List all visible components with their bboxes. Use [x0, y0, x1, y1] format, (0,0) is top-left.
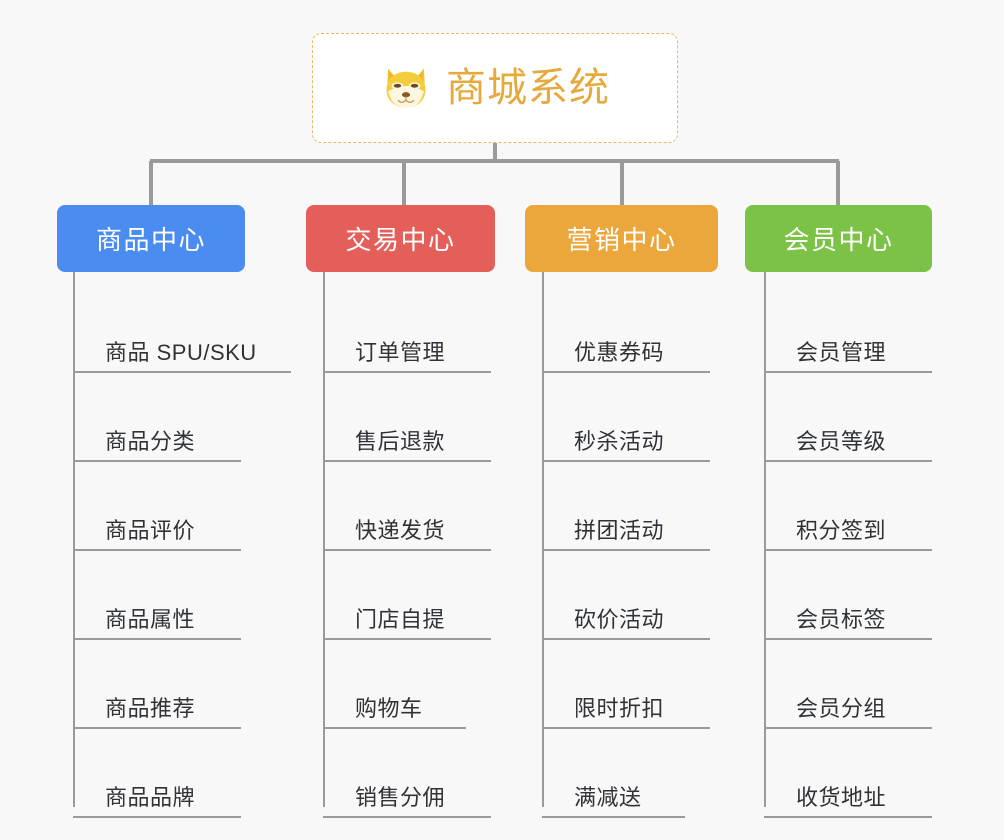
branch-trunk-3	[542, 272, 544, 807]
leaf-item[interactable]: 商品分类	[57, 373, 245, 462]
leaf-underline	[764, 727, 932, 729]
branch-trunk-2	[323, 272, 325, 807]
branch-column-3: 营销中心 优惠券码 秒杀活动 拼团活动 砍价活动 限时折扣	[525, 205, 718, 818]
leaf-underline	[542, 549, 710, 551]
leaf-item[interactable]: 订单管理	[306, 284, 495, 373]
leaf-label: 购物车	[355, 696, 423, 721]
branch-trunk-4	[764, 272, 766, 807]
leaf-item[interactable]: 购物车	[306, 640, 495, 729]
leaf-label: 订单管理	[355, 340, 446, 365]
leaf-item[interactable]: 售后退款	[306, 373, 495, 462]
leaf-underline	[323, 371, 491, 373]
leaf-list-3: 优惠券码 秒杀活动 拼团活动 砍价活动 限时折扣 满减送	[525, 272, 718, 818]
leaf-underline	[73, 816, 241, 818]
leaf-item[interactable]: 商品推荐	[57, 640, 245, 729]
leaf-label: 满减送	[574, 785, 642, 810]
root-title: 商城系统	[446, 66, 610, 110]
leaf-underline	[542, 816, 685, 818]
leaf-label: 商品评价	[105, 518, 196, 543]
leaf-label: 商品推荐	[105, 696, 196, 721]
leaf-label: 砍价活动	[574, 607, 665, 632]
leaf-item[interactable]: 秒杀活动	[525, 373, 718, 462]
leaf-underline	[323, 460, 491, 462]
leaf-item[interactable]: 砍价活动	[525, 551, 718, 640]
root-node[interactable]: 商城系统	[312, 33, 678, 143]
leaf-item[interactable]: 门店自提	[306, 551, 495, 640]
leaf-item[interactable]: 会员等级	[745, 373, 932, 462]
leaf-label: 积分签到	[796, 518, 887, 543]
leaf-underline	[323, 549, 491, 551]
leaf-label: 商品品牌	[105, 785, 196, 810]
leaf-underline	[542, 727, 710, 729]
branch-column-2: 交易中心 订单管理 售后退款 快递发货 门店自提 购物车	[306, 205, 495, 818]
leaf-item[interactable]: 会员标签	[745, 551, 932, 640]
leaf-item[interactable]: 商品评价	[57, 462, 245, 551]
leaf-underline	[764, 549, 932, 551]
leaf-item[interactable]: 会员管理	[745, 284, 932, 373]
leaf-list-4: 会员管理 会员等级 积分签到 会员标签 会员分组 收货地址	[745, 272, 932, 818]
leaf-item[interactable]: 会员分组	[745, 640, 932, 729]
leaf-underline	[542, 638, 710, 640]
leaf-label: 快递发货	[355, 518, 446, 543]
leaf-label: 门店自提	[355, 607, 446, 632]
branch-trunk-1	[73, 272, 75, 807]
leaf-underline	[73, 371, 291, 373]
leaf-list-1: 商品 SPU/SKU 商品分类 商品评价 商品属性 商品推荐 商品品牌	[57, 272, 291, 818]
category-box-4[interactable]: 会员中心	[745, 205, 932, 272]
leaf-label: 秒杀活动	[574, 429, 665, 454]
leaf-underline	[323, 727, 466, 729]
leaf-label: 会员分组	[796, 696, 887, 721]
leaf-item[interactable]: 快递发货	[306, 462, 495, 551]
leaf-item[interactable]: 限时折扣	[525, 640, 718, 729]
leaf-label: 收货地址	[796, 785, 887, 810]
category-box-1[interactable]: 商品中心	[57, 205, 245, 272]
leaf-underline	[764, 371, 932, 373]
leaf-item[interactable]: 满减送	[525, 729, 718, 818]
leaf-underline	[542, 371, 710, 373]
leaf-underline	[323, 638, 491, 640]
leaf-label: 拼团活动	[574, 518, 665, 543]
shiba-dog-icon	[386, 68, 426, 108]
leaf-underline	[764, 816, 932, 818]
branch-column-4: 会员中心 会员管理 会员等级 积分签到 会员标签 会员分组	[745, 205, 932, 818]
branch-column-1: 商品中心 商品 SPU/SKU 商品分类 商品评价 商品属性 商品推荐	[57, 205, 291, 818]
category-label-1: 商品中心	[95, 225, 206, 255]
leaf-label: 限时折扣	[574, 696, 665, 721]
leaf-item[interactable]: 拼团活动	[525, 462, 718, 551]
leaf-item[interactable]: 商品 SPU/SKU	[57, 284, 291, 373]
category-box-3[interactable]: 营销中心	[525, 205, 718, 272]
leaf-underline	[323, 816, 491, 818]
leaf-item[interactable]: 销售分佣	[306, 729, 495, 818]
category-label-3: 营销中心	[566, 225, 677, 255]
leaf-label: 销售分佣	[355, 785, 446, 810]
leaf-underline	[73, 549, 241, 551]
leaf-label: 优惠券码	[574, 340, 665, 365]
leaf-label: 会员标签	[796, 607, 887, 632]
leaf-label: 商品属性	[105, 607, 196, 632]
leaf-underline	[73, 460, 241, 462]
category-label-2: 交易中心	[345, 225, 456, 255]
leaf-item[interactable]: 优惠券码	[525, 284, 718, 373]
leaf-label: 商品 SPU/SKU	[105, 340, 257, 365]
leaf-label: 会员管理	[796, 340, 887, 365]
leaf-list-2: 订单管理 售后退款 快递发货 门店自提 购物车 销售分佣	[306, 272, 495, 818]
category-box-2[interactable]: 交易中心	[306, 205, 495, 272]
leaf-item[interactable]: 积分签到	[745, 462, 932, 551]
category-label-4: 会员中心	[783, 225, 894, 255]
leaf-underline	[764, 460, 932, 462]
leaf-underline	[73, 727, 241, 729]
leaf-underline	[764, 638, 932, 640]
leaf-underline	[542, 460, 710, 462]
leaf-label: 售后退款	[355, 429, 446, 454]
leaf-item[interactable]: 收货地址	[745, 729, 932, 818]
leaf-item[interactable]: 商品品牌	[57, 729, 245, 818]
leaf-item[interactable]: 商品属性	[57, 551, 245, 640]
leaf-underline	[73, 638, 241, 640]
leaf-label: 会员等级	[796, 429, 887, 454]
leaf-label: 商品分类	[105, 429, 196, 454]
